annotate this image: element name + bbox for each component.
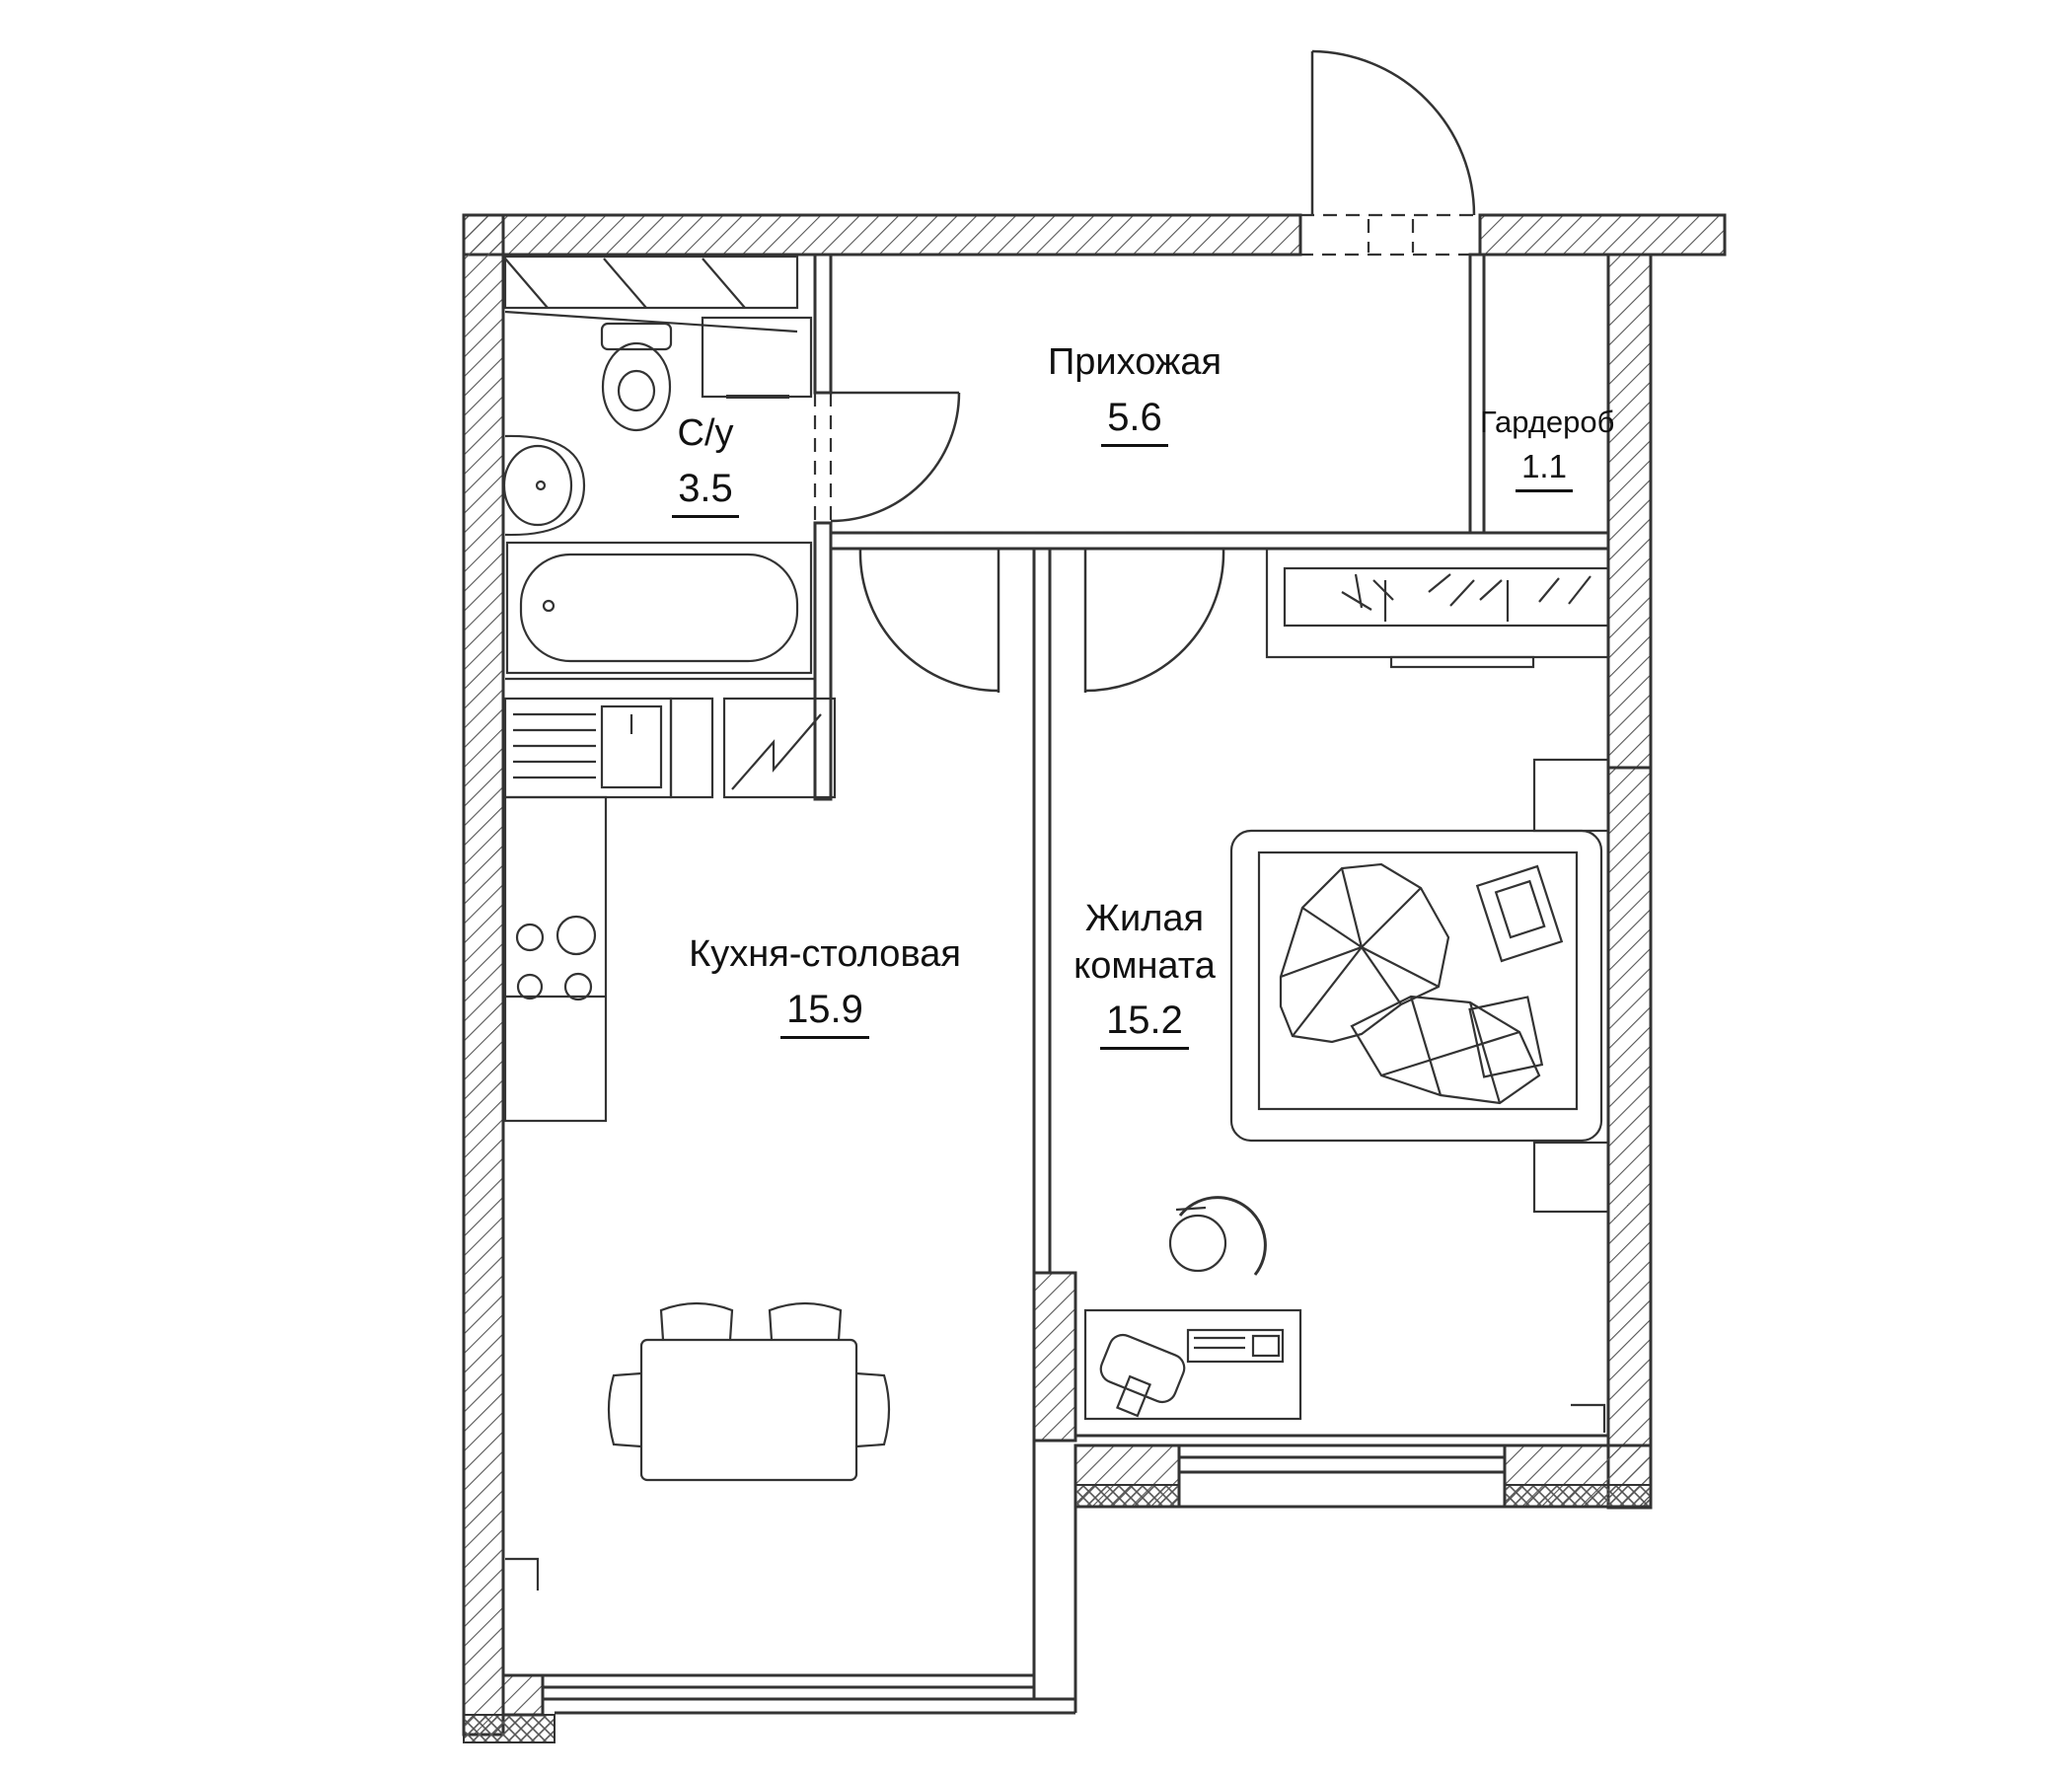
door-swings <box>830 49 1476 693</box>
room-name-line2: комната <box>1073 944 1216 987</box>
room-area: 5.6 <box>1101 395 1168 447</box>
kitchen-fixtures <box>503 697 891 1591</box>
room-area: 1.1 <box>1516 448 1573 492</box>
room-area: 15.2 <box>1100 998 1189 1051</box>
room-label-kitchen: Кухня-столовая 15.9 <box>677 933 973 1039</box>
door-openings <box>813 213 1482 551</box>
bathroom-fixtures <box>502 255 815 681</box>
room-label-bathroom: С/у 3.5 <box>651 412 760 518</box>
exterior-walls <box>462 213 1727 1737</box>
room-name: Гардероб <box>1480 405 1615 439</box>
room-area: 3.5 <box>672 466 739 518</box>
room-name-line1: Жилая <box>1084 898 1205 939</box>
balcony-parapets <box>463 1484 1652 1743</box>
room-label-hallway: Прихожая 5.6 <box>1026 341 1243 447</box>
room-area: 15.9 <box>780 987 869 1039</box>
room-name: Прихожая <box>1047 341 1222 383</box>
living-room-fixtures <box>1083 547 1610 1433</box>
room-name: С/у <box>677 412 734 454</box>
room-label-wardrobe: Гардероб 1.1 <box>1480 405 1615 492</box>
room-name: Кухня-столовая <box>689 933 961 975</box>
room-label-living: Жилая комната 15.2 <box>1066 898 1223 1051</box>
